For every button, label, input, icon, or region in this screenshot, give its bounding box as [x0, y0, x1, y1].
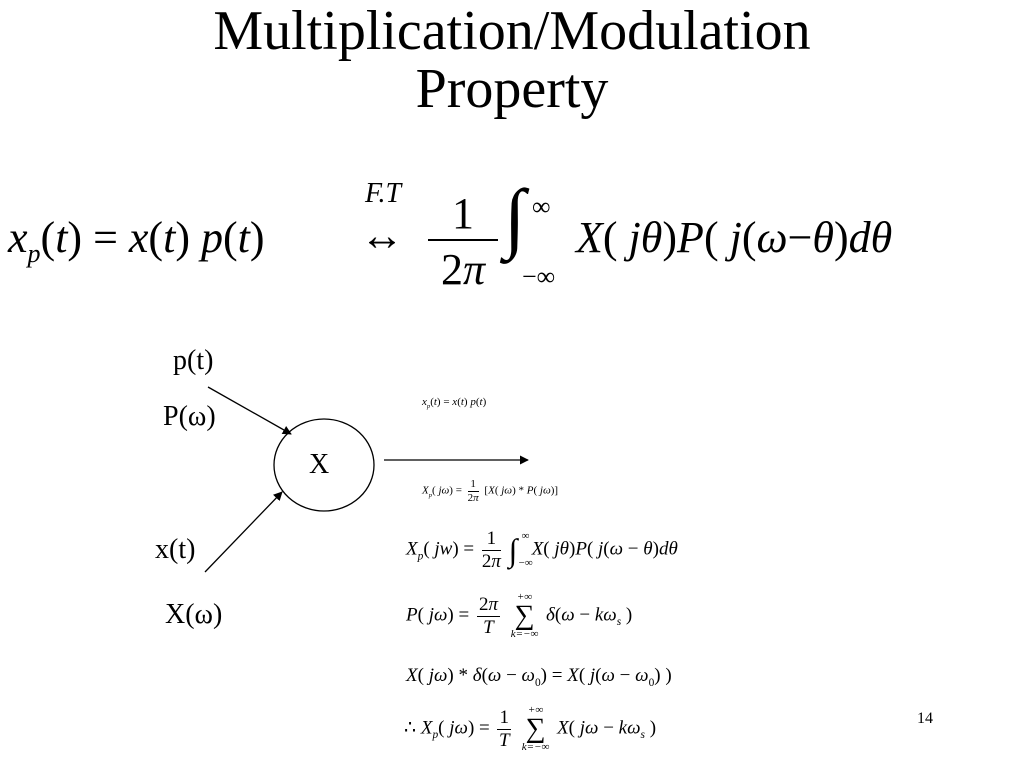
- main-equation: xp(t) = x(t) p(t) F.T ↔ 1 2π ∫ ∞ −∞ X( j…: [8, 173, 893, 295]
- equation-shift-property: X( jω) * δ(ω − ω0) = X( j(ω − ω0) ): [406, 665, 672, 689]
- title-line-2: Property: [415, 58, 609, 120]
- equation-time-product: xp(t) = x(t) p(t): [422, 396, 487, 411]
- input-bottom-time-label: x(t): [155, 534, 196, 565]
- input-arrow-bottom: [204, 491, 283, 573]
- multiplier-node: [273, 418, 375, 512]
- page-number: 14: [917, 710, 933, 727]
- node-label: X: [309, 449, 330, 480]
- input-top-freq-label: P(ω): [163, 401, 216, 432]
- slide-title: Multiplication/Modulation Property: [0, 2, 1024, 118]
- input-top-time-label: p(t): [173, 345, 214, 376]
- input-bottom-freq-label: X(ω): [165, 599, 223, 630]
- input-arrow-top: [207, 386, 292, 435]
- title-line-1: Multiplication/Modulation: [213, 0, 811, 62]
